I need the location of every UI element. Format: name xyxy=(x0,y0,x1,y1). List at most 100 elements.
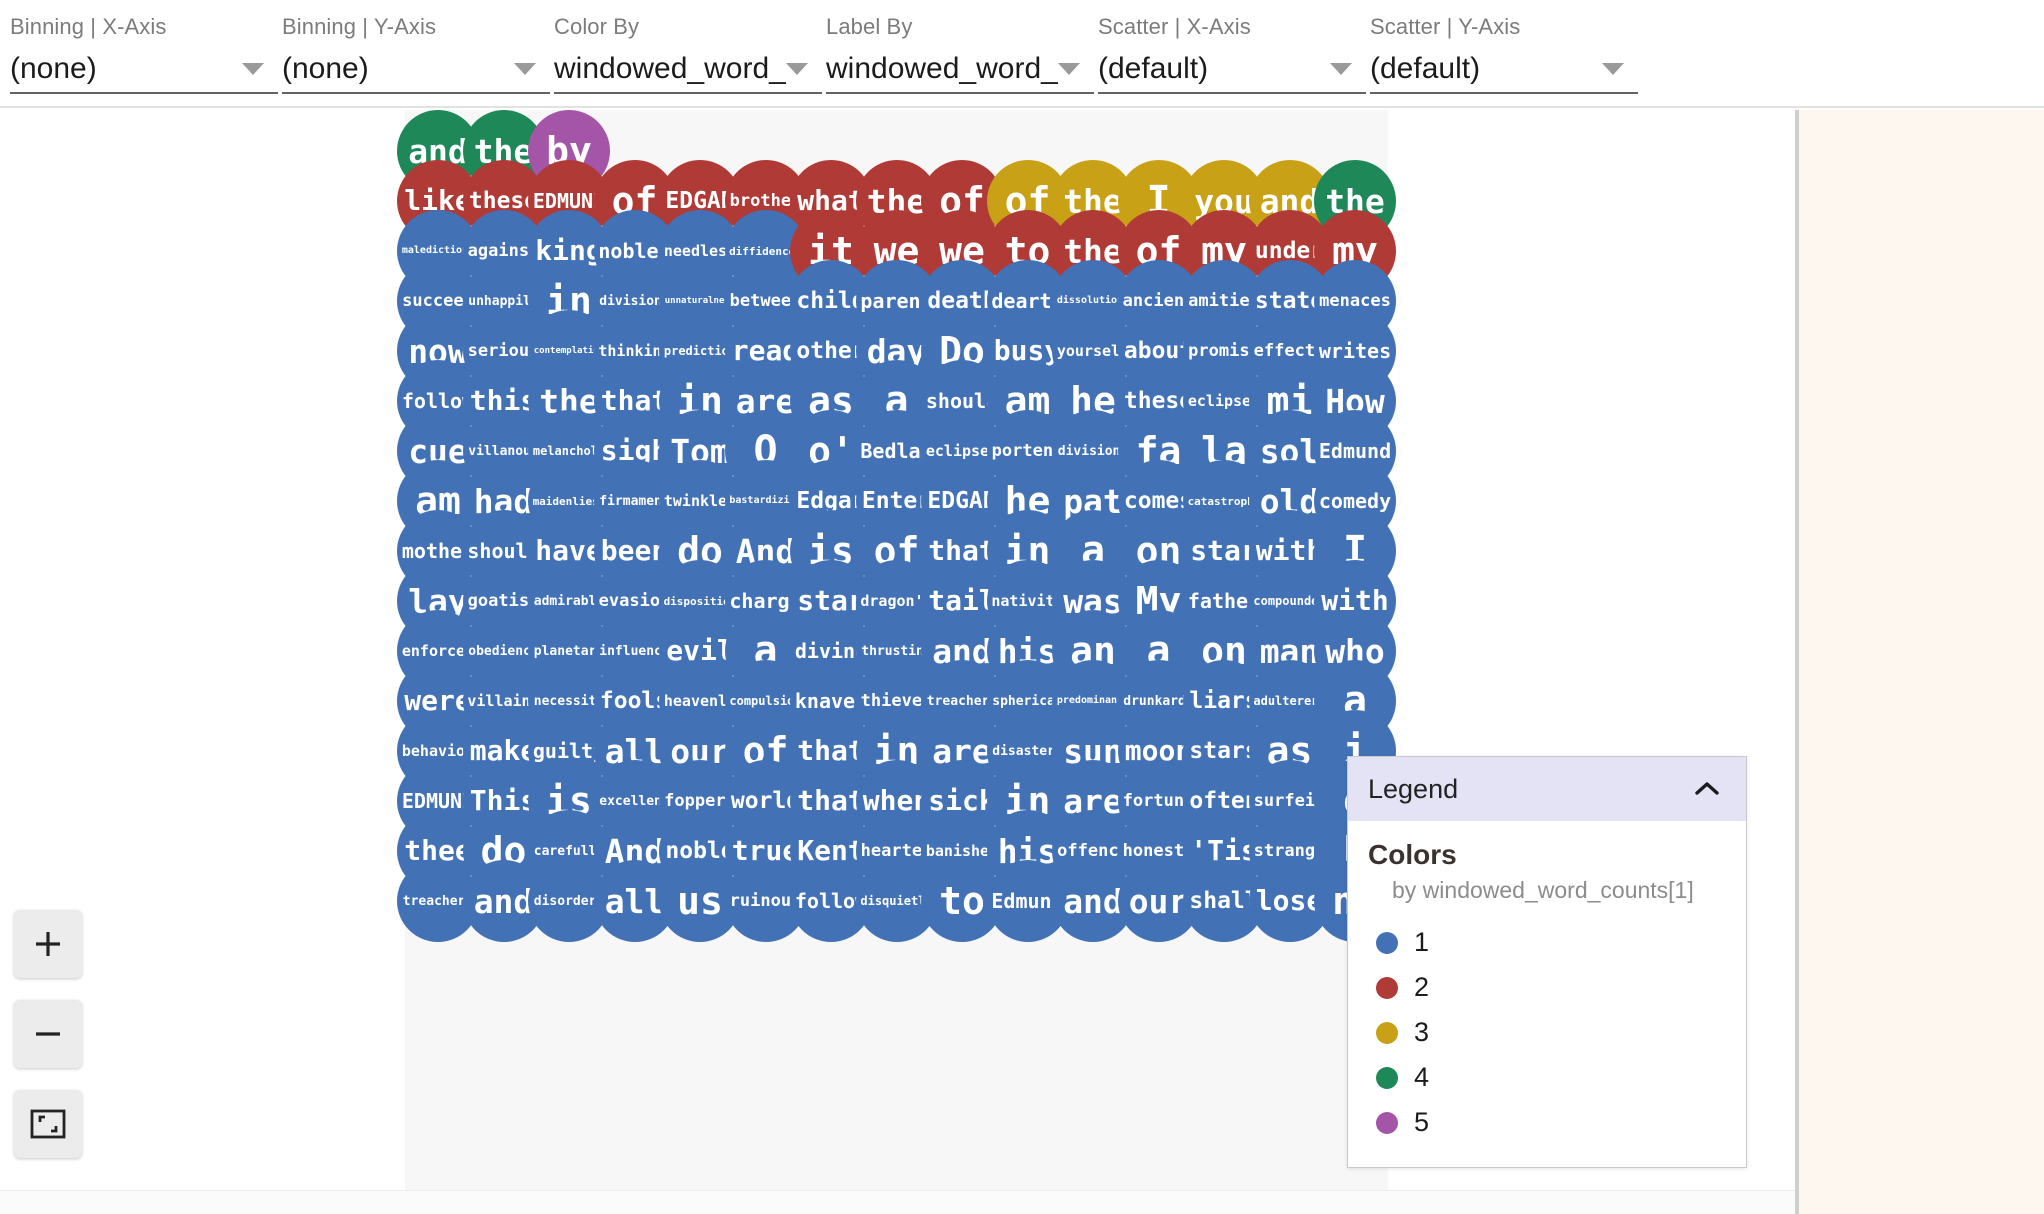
bubble-label: disasters xyxy=(992,743,1063,759)
bubble-label: firmament xyxy=(599,493,670,509)
selector-binning-x-axis[interactable]: Binning | X-Axis (none) xyxy=(10,14,278,94)
bubble-label: disquietly xyxy=(860,894,933,908)
bubble-label: strange xyxy=(1253,840,1326,861)
legend-item[interactable]: 4 xyxy=(1348,1055,1746,1100)
bubble-label: what xyxy=(797,184,865,217)
bubble-label: bastardizing xyxy=(729,495,802,506)
bubble-label: hearted xyxy=(860,840,933,861)
bubble-point[interactable]: lose xyxy=(1248,860,1331,942)
binning-x-axis-label: Binning | X-Axis xyxy=(10,14,167,39)
scatter-y-axis-value: (default) xyxy=(1370,52,1481,85)
bubble-label: yourself xyxy=(1056,341,1130,360)
scatter-y-axis-dropdown[interactable]: (default) xyxy=(1370,46,1638,94)
legend-item[interactable]: 1 xyxy=(1348,920,1746,965)
legend-section-title: Colors xyxy=(1368,839,1457,870)
binning-y-axis-dropdown[interactable]: (none) xyxy=(282,46,550,94)
bubble-label: planetary xyxy=(533,643,605,659)
scatter-x-axis-dropdown[interactable]: (default) xyxy=(1098,46,1366,94)
bubble-label: state xyxy=(1254,287,1325,314)
bubble-label: disposition xyxy=(663,594,737,608)
binning-x-axis-dropdown[interactable]: (none) xyxy=(10,46,278,94)
bubble-label: king xyxy=(535,234,603,267)
bubble-label: follow xyxy=(401,389,475,413)
bubble-label: comedy xyxy=(1318,489,1392,513)
bubble-label: that xyxy=(928,534,996,567)
bubble-label: surfeit xyxy=(1253,790,1326,811)
bubble-label: writes xyxy=(1318,339,1392,363)
selector-scatter-x-axis[interactable]: Scatter | X-Axis(default) xyxy=(1098,14,1366,94)
legend-item[interactable]: 3 xyxy=(1348,1010,1746,1055)
selector-label-by[interactable]: Label By windowed_word_c xyxy=(826,14,1094,94)
bubble-label: heavenly xyxy=(663,691,737,710)
bubble-label: brother xyxy=(729,190,802,211)
bubble-label: between xyxy=(729,290,802,311)
bubble-point[interactable]: ruinous xyxy=(724,860,807,942)
chevron-down-icon[interactable] xyxy=(1602,63,1624,75)
bubble-label: Enter xyxy=(861,487,932,514)
legend-item-label: 2 xyxy=(1414,972,1430,1002)
bubble-label: diffidences xyxy=(729,244,802,258)
bubble-label: promise xyxy=(1188,340,1260,361)
chevron-down-icon[interactable] xyxy=(1330,63,1352,75)
bubble-label: Edmund xyxy=(991,889,1064,913)
binning-y-axis-label: Binning | Y-Axis xyxy=(282,14,437,39)
bubble-label: and xyxy=(1063,881,1123,921)
selector-scatter-y-axis[interactable]: Scatter | Y-Axis(default) xyxy=(1370,14,1638,94)
chevron-down-icon[interactable] xyxy=(514,63,536,75)
panel-divider[interactable] xyxy=(1795,110,1799,1214)
legend-item[interactable]: 2 xyxy=(1348,965,1746,1010)
bubble-label: charge xyxy=(729,589,802,613)
bubble-label: other xyxy=(796,337,866,364)
label-by-label: Label By xyxy=(826,14,913,39)
bubble-label: enforced xyxy=(401,641,475,660)
chevron-down-icon[interactable] xyxy=(1058,63,1080,75)
bubble-point[interactable]: our xyxy=(1117,860,1200,942)
zoom-controls xyxy=(14,910,82,1158)
reset-zoom-button[interactable] xyxy=(14,1090,82,1158)
bubble-label: drunkards xyxy=(1123,693,1194,709)
legend-header[interactable]: Legend xyxy=(1348,757,1746,821)
bubble-label: Bedlam xyxy=(860,439,933,463)
chevron-up-icon[interactable] xyxy=(1692,779,1722,799)
bubble-label: fortune xyxy=(1122,790,1195,811)
chevron-down-icon[interactable] xyxy=(786,63,808,75)
bubble-label: thee xyxy=(404,834,472,867)
legend-item-label: 1 xyxy=(1414,927,1430,957)
legend-item[interactable]: 5 xyxy=(1348,1100,1746,1145)
zoom-in-button[interactable] xyxy=(14,910,82,978)
bubble-label: were xyxy=(404,684,472,717)
bubble-label: spherical xyxy=(992,693,1063,709)
zoom-out-button[interactable] xyxy=(14,1000,82,1068)
bubble-label: amities xyxy=(1188,290,1260,311)
legend-swatch-icon xyxy=(1376,976,1398,999)
bubble-point[interactable]: disquietly xyxy=(855,860,938,942)
selector-binning-y-axis[interactable]: Binning | Y-Axis (none) xyxy=(282,14,550,94)
bubble-label: death xyxy=(927,287,997,314)
bubble-label: excellent xyxy=(599,793,670,809)
label-by-dropdown[interactable]: windowed_word_c xyxy=(826,46,1094,94)
bubble-label: banished xyxy=(925,841,999,860)
color-by-dropdown[interactable]: windowed_word_c xyxy=(554,46,822,94)
scatter-x-axis-value: (default) xyxy=(1098,52,1209,85)
color-by-value: windowed_word_c xyxy=(554,52,786,85)
bubble-label: unhappily xyxy=(468,293,539,309)
legend-swatch-icon xyxy=(1376,1111,1398,1134)
bubble-label: child xyxy=(796,287,866,314)
legend-title: Legend xyxy=(1368,773,1459,804)
bubble-label: Kent xyxy=(797,834,865,867)
controls-toolbar: Binning | X-Axis (none) Binning | Y-Axis (n… xyxy=(0,0,2044,108)
side-panel xyxy=(1799,110,2044,1214)
bubble-point[interactable]: treachery xyxy=(397,860,479,942)
bubble-label: Edgar xyxy=(796,487,866,514)
legend-swatch-icon xyxy=(1376,1066,1398,1089)
bubble-label: ancient xyxy=(1122,290,1195,311)
bubble-label: contemplation xyxy=(533,345,605,356)
bubble-label: treachers xyxy=(926,693,998,709)
binning-x-axis-value: (none) xyxy=(10,52,97,85)
bubble-label: star xyxy=(797,584,865,617)
chevron-down-icon[interactable] xyxy=(242,63,264,75)
legend-panel[interactable]: Legend Colors by windowed_word_counts[1]… xyxy=(1347,756,1747,1168)
